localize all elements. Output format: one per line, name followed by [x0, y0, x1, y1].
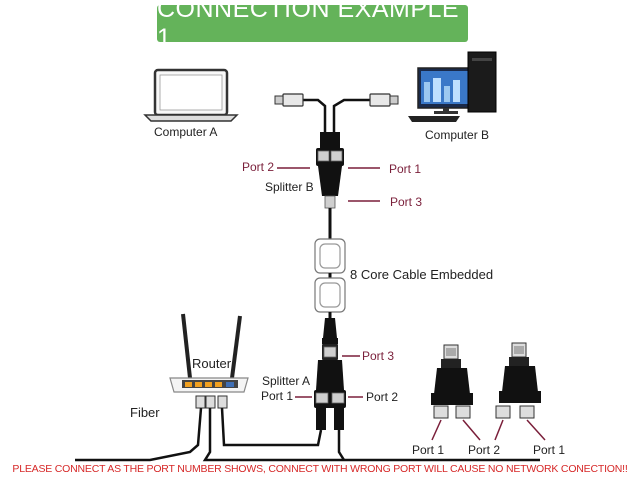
cable-label: 8 Core Cable Embedded	[350, 267, 494, 282]
rj45-plug-icon	[274, 93, 304, 107]
splitter-b-pointer-lines	[277, 167, 380, 202]
splitter-b-port-2-label: Port 2	[242, 160, 275, 174]
warning-text: PLEASE CONNECT AS THE PORT NUMBER SHOWS,…	[12, 463, 628, 475]
router-plugs-icon	[195, 395, 228, 409]
router-icon	[169, 313, 249, 393]
inset-port-1-right-label: Port 1	[533, 443, 566, 457]
splitter-a-label: Splitter A	[262, 374, 311, 388]
computer-a-label: Computer A	[154, 125, 218, 139]
inset-port-1-left-label: Port 1	[412, 443, 445, 457]
inset-pointer-lines	[431, 419, 546, 441]
splitter-b-cables	[303, 98, 370, 132]
laptop-icon	[143, 68, 239, 122]
splitter-a-pointer-lines	[295, 355, 363, 398]
router-label: Router	[192, 356, 232, 371]
embedded-cable-icon	[314, 208, 346, 338]
inset-splitter-right-icon	[495, 342, 541, 419]
splitter-b-port-3-label: Port 3	[390, 195, 423, 209]
inset-splitter-left-icon	[431, 344, 473, 419]
splitter-b-label: Splitter B	[265, 180, 314, 194]
banner-title: CONNECTION EXAMPLE 1	[157, 0, 460, 52]
splitter-a-port-3-label: Port 3	[362, 349, 395, 363]
rj45-plug-icon	[369, 93, 399, 107]
desktop-computer-icon	[408, 51, 497, 122]
computer-b-label: Computer B	[425, 128, 490, 142]
title-banner: CONNECTION EXAMPLE 1	[157, 0, 468, 52]
splitter-b-icon	[316, 132, 344, 209]
lan-cables	[75, 407, 540, 462]
fiber-label: Fiber	[130, 405, 160, 420]
splitter-a-icon	[314, 338, 346, 430]
splitter-b-port-1-label: Port 1	[389, 162, 422, 176]
splitter-a-port-2-label: Port 2	[366, 390, 399, 404]
splitter-a-port-1-label: Port 1	[261, 389, 294, 403]
inset-port-2-label: Port 2	[468, 443, 501, 457]
